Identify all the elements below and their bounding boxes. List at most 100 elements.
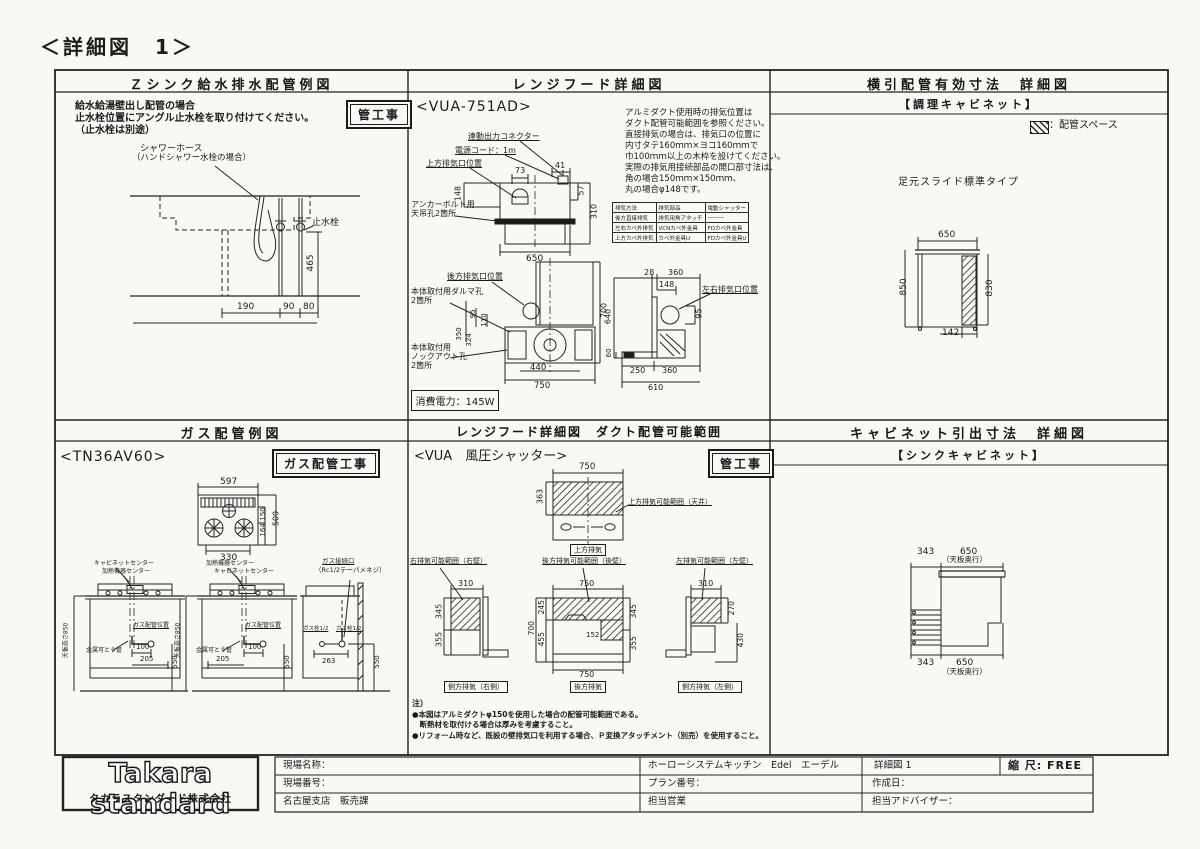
duct-right-range: 左排気可能範囲（左壁） [676, 557, 753, 565]
panel-title-sink: Ｚシンク給水排水配管例図 [129, 78, 334, 93]
site-name-label: 現場名称： [283, 760, 331, 771]
duct-mid-700: 700 [526, 621, 536, 636]
dim-80: 80 [303, 302, 315, 312]
dim-pipe-830: 830 [984, 279, 995, 297]
duct-top-range: 上方排気可能範囲（天井） [628, 498, 712, 506]
dim-pipe-850: 850 [898, 278, 909, 296]
duct-right-310: 310 [698, 579, 714, 588]
duct-right-tag-text: 側方排気（左側） [682, 683, 738, 691]
hood-desc-7: 角の場合150ｍｍ×150ｍｍ、 [625, 174, 742, 184]
elevB-flex-label: 金属可とう管 [196, 647, 233, 654]
duct-top-363: 363 [535, 488, 545, 505]
duct-mid-355: 355 [628, 636, 638, 651]
duct-mid-tag-text: 後方排気 [574, 683, 602, 691]
dim-plan-324: 324 [465, 333, 474, 347]
elevC-dim-550: 550 [373, 655, 382, 669]
exhaust-table-cell: FDカベ外金具U [704, 232, 750, 243]
dim-190: 190 [237, 302, 255, 312]
sink-note-1: 給水給湯壁出し配管の場合 [75, 101, 195, 112]
takara-logo: Takara standard [89, 757, 231, 820]
elevB-dim-205: 205 [216, 655, 230, 663]
scale-label: 縮 尺: FREE [1008, 759, 1083, 772]
elevC-gas-conn: ガス接続口 [322, 557, 355, 565]
panel-title-gas: ガス配管例図 [180, 427, 283, 442]
elevA-cab-center: キャビネットセンター [94, 560, 155, 567]
duct-top-tag-text: 上方排気 [574, 546, 602, 554]
dim-front-73: 73 [515, 166, 526, 175]
duct-mid-245: 245 [536, 600, 546, 615]
dim-side-610: 610 [648, 383, 664, 392]
duct-left-tag: 側方排気（右側） [444, 681, 508, 693]
work-badge-plumbing-1: 管工事 [346, 100, 413, 129]
elevB-gas-pos: ガス配管位置 [245, 622, 282, 629]
exhaust-table-cell: 上方カベ外排気 [612, 232, 657, 243]
piping-space-legend-label: ：配管スペース [1049, 120, 1118, 131]
hood-desc-6: 実際の排気用接続部品の開口部寸法は、 [625, 163, 779, 173]
dim-side-60: 60 [605, 348, 614, 358]
dim-side-250: 250 [630, 366, 646, 375]
duct-top-tag: 上方排気 [570, 544, 606, 556]
elevB-dim-100: 100 [248, 643, 262, 651]
duct-mid-455: 455 [536, 632, 546, 647]
product-name: ホーローシステムキッチン Edel エーデル [648, 760, 840, 771]
exhaust-table-h1: 排気方法 [612, 202, 657, 213]
elevC-gas-thread: （Rc1/2テーパメネジ） [315, 566, 386, 574]
hood-desc-8: 丸の場合φ148です。 [625, 185, 706, 195]
dim-side-95: 95 [694, 308, 704, 319]
subtitle-cook-cabinet: 【調理キャビネット】 [899, 98, 1039, 111]
cab-top-343: 343 [917, 547, 935, 557]
dim-side-640: 640 [603, 308, 613, 325]
dim-plan-110: 110 [480, 313, 489, 327]
duct-note-0: 注） [412, 699, 428, 708]
dim-front-57: 57 [576, 185, 586, 196]
elevC-valve-2: ガス栓1/2 [336, 626, 362, 632]
duct-mid-tag: 後方排気 [570, 681, 606, 693]
panel-title-hood: レンジフード詳細図 [512, 78, 666, 93]
dim-gas-509: 509 [271, 510, 281, 527]
connector-label: 連動出力コネクター [468, 132, 540, 141]
cab-top-depth: （天板奥行） [942, 555, 987, 564]
dim-side-360b: 360 [662, 366, 678, 375]
sheet-name: 詳細図 1 [874, 760, 912, 771]
cab-bottom-343: 343 [917, 658, 935, 668]
work-badge-plumbing-2: 管工事 [708, 449, 775, 478]
duct-top-750: 750 [579, 462, 596, 472]
daruma-label-2: 2箇所 [411, 296, 433, 305]
elevC-valve-1: ガス栓1/2 [303, 626, 329, 632]
dim-gas-164: 164 [259, 523, 268, 537]
dim-front-148: 148 [453, 185, 463, 202]
hood-desc-4: 内寸タテ160ｍｍ×ヨコ160ｍｍで [625, 141, 759, 151]
exhaust-table-h2: 排気部品 [655, 202, 706, 213]
duct-mid-345: 345 [628, 604, 638, 619]
created-date-label: 作成日： [872, 778, 911, 789]
work-badge-gas: ガス配管工事 [272, 449, 381, 478]
exhaust-table-cell: ――― [704, 212, 750, 223]
daruma-label-1: 本体取付用ダルマ孔 [411, 287, 483, 296]
duct-note-1: ●本図はアルミダクトφ150を使用した場合の配管可能範囲である。 [412, 710, 643, 719]
stop-valve-label: 止水栓 [312, 218, 340, 228]
knockout-label-1: 本体取付用 [411, 343, 451, 352]
hood-desc-3: 直接排気の場合は、排気口の位置に [625, 130, 762, 140]
shower-hose-label: シャワーホース [140, 144, 203, 154]
cab-bottom-650: 650 [956, 658, 974, 668]
elevC-dim-263: 263 [322, 657, 336, 665]
dim-side-28: 28 [644, 268, 655, 277]
rear-vent-label: 後方排気口位置 [447, 272, 503, 281]
knockout-label-3: 2箇所 [411, 361, 433, 370]
exhaust-table-cell: VCNカベ外金具 [655, 222, 706, 233]
elevA-dim-205: 205 [140, 655, 154, 663]
plan-number-label: プラン番号： [648, 778, 706, 789]
advisor-label: 担当アドバイザー： [872, 796, 958, 807]
exhaust-table-cell: 排気用角アタッチ [655, 212, 706, 223]
dim-gas-330: 330 [220, 553, 238, 563]
subtitle-sink-cabinet: 【シンクキャビネット】 [892, 449, 1046, 462]
dim-front-650: 650 [526, 254, 544, 264]
duct-note-2: 断熱材を取付ける場合は厚みを考慮すること。 [412, 720, 577, 729]
duct-left-tag-text: 側方排気（右側） [448, 683, 504, 691]
power-consumption-box: 消費電力：145W [411, 390, 499, 411]
elevA-dim-100: 100 [136, 643, 150, 651]
dim-side-148: 148 [659, 280, 675, 289]
duct-note-3: ●リフォーム時など、既設の壁排気口を利用する場合、Ｐ変換アタッチメント（別売）を… [412, 731, 763, 740]
panel-title-pipe: 横引配管有効寸法 詳細図 [866, 78, 1071, 93]
